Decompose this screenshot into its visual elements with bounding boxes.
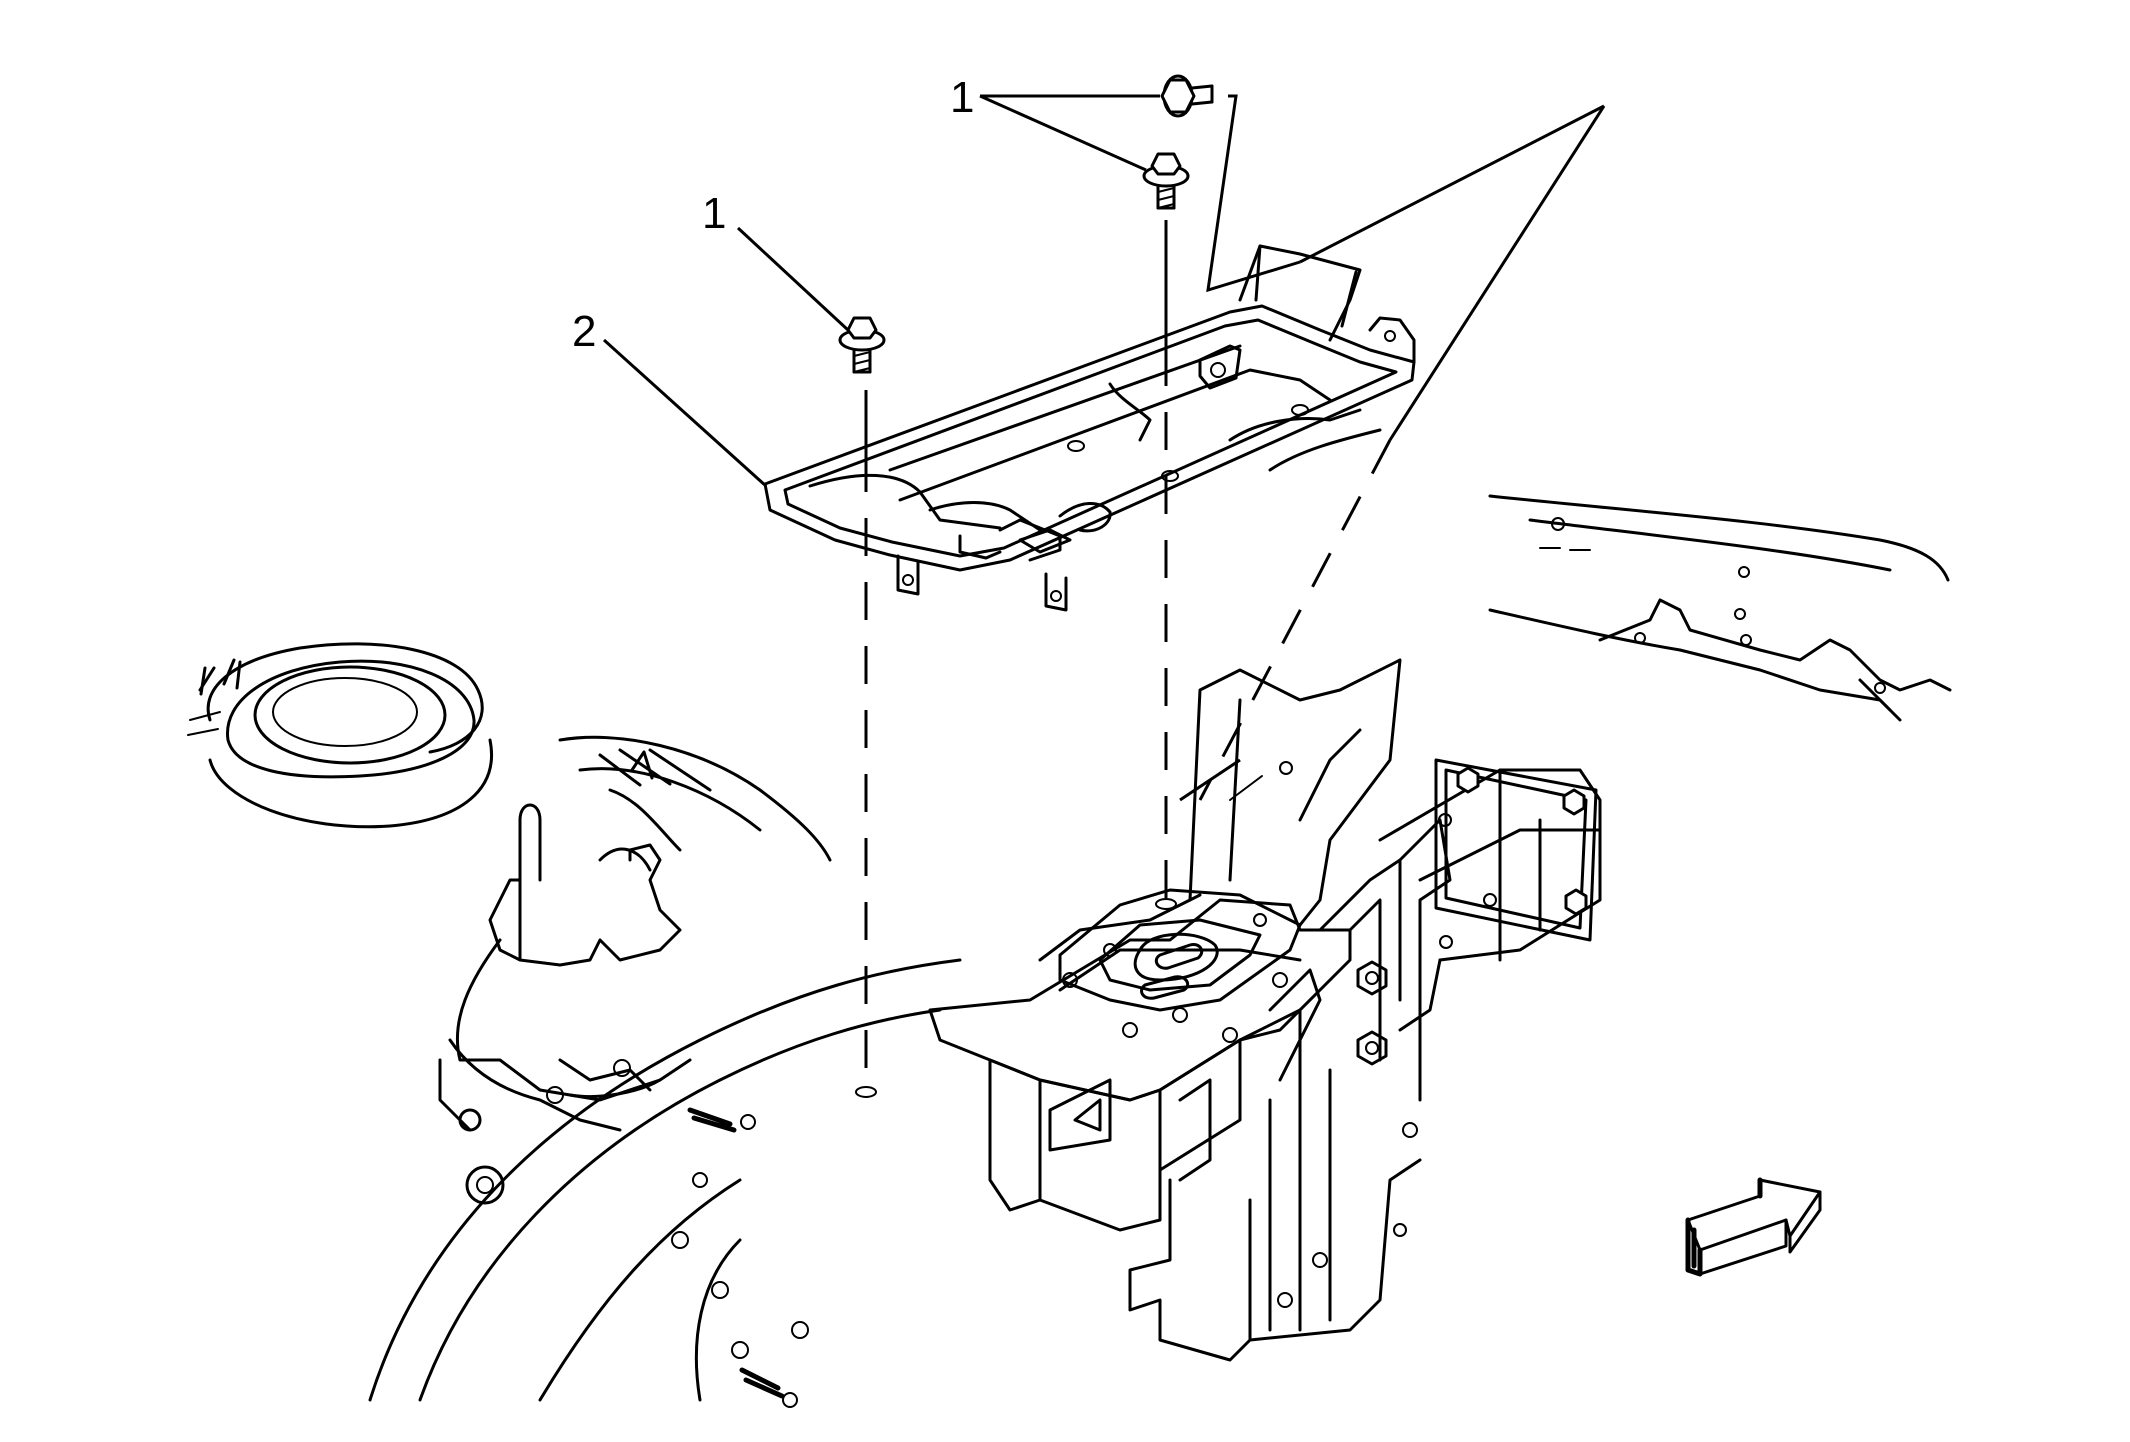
callout-leaders: [602, 94, 1160, 488]
rail-bolt-lower: [1356, 1030, 1388, 1066]
callout-label: 1: [702, 189, 726, 238]
upper-tie-bar: [1488, 494, 1952, 722]
plate-bolt: [1456, 766, 1588, 916]
bolt-left: [838, 316, 886, 374]
front-arrow-icon: [1685, 1177, 1822, 1277]
callout-label: 1: [950, 73, 974, 122]
bolt-top: [1160, 74, 1214, 118]
wheelhouse-panel: [368, 958, 962, 1408]
strut-tower-mount: [187, 642, 493, 829]
assembly-lines: [855, 94, 1606, 1098]
shock-bracket: [438, 735, 832, 1205]
rail-bolt-upper: [1356, 960, 1388, 996]
radiator-support: [1188, 658, 1602, 1102]
bolt-middle: [1142, 152, 1190, 210]
frame-rail: [928, 888, 1422, 1362]
callout-label: 2: [572, 307, 596, 356]
battery-tray: [763, 244, 1416, 612]
